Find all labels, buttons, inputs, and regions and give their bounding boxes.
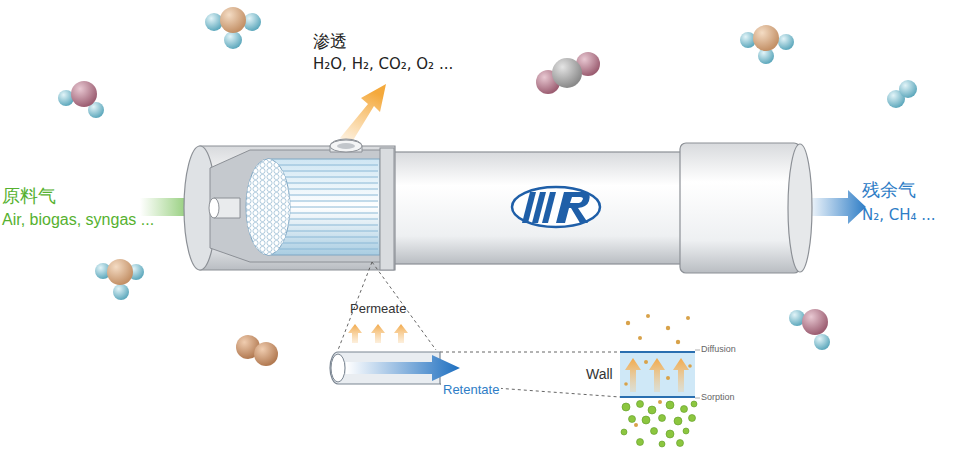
permeate-label: Permeate bbox=[350, 302, 406, 317]
sorption-label: Sorption bbox=[701, 392, 735, 402]
membrane-module bbox=[184, 139, 812, 273]
retentate-title: 残余气 bbox=[862, 180, 916, 201]
permeate-arrow bbox=[340, 84, 386, 142]
retentate-label: Retentate bbox=[441, 383, 501, 398]
retentate-arrow bbox=[812, 190, 866, 224]
permeate-gases: H₂O, H₂, CO₂, O₂ ... bbox=[313, 56, 453, 73]
wall-label: Wall bbox=[586, 366, 613, 382]
diffusion-label: Diffusion bbox=[701, 344, 736, 354]
feed-title: 原料气 bbox=[2, 186, 56, 207]
wall-detail bbox=[620, 314, 700, 447]
fiber-detail bbox=[330, 324, 460, 384]
feed-gases: Air, biogas, syngas ... bbox=[2, 211, 154, 229]
permeate-title: 渗透 bbox=[313, 32, 347, 52]
retentate-gases: N₂, CH₄ ... bbox=[862, 207, 936, 224]
molecules bbox=[58, 7, 917, 366]
